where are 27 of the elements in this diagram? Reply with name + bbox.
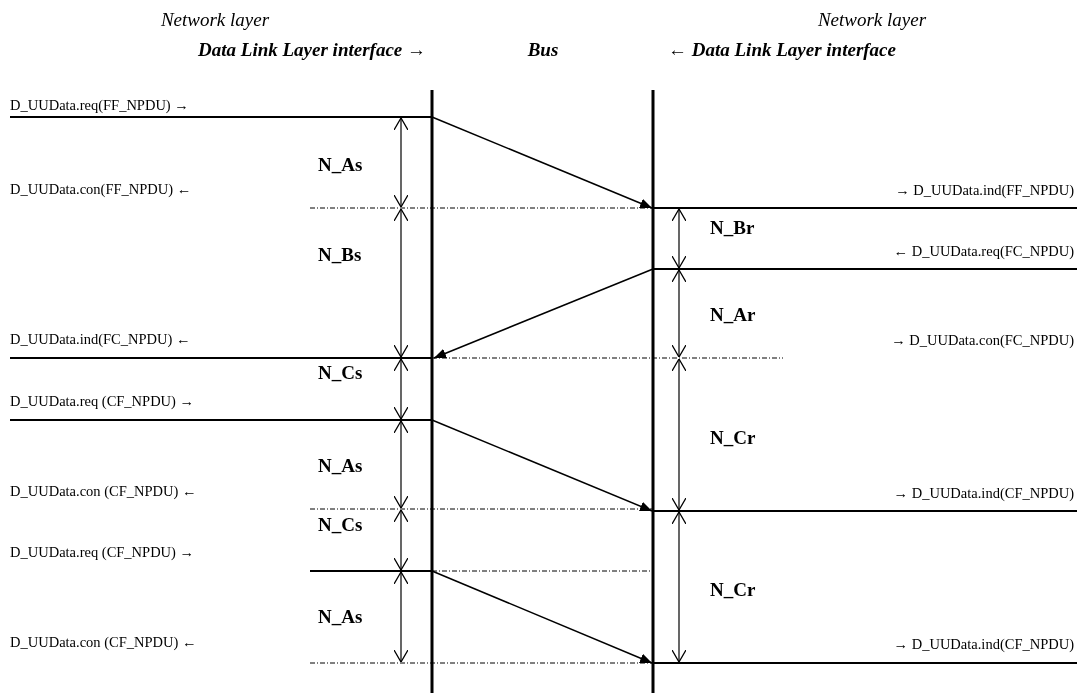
primitive-label: D_UUData.ind(FC_NPDU) ← [10,332,191,348]
timer-label: N_As [318,455,363,477]
primitive-label: D_UUData.req (CF_NPDU) → [10,545,195,561]
timer-label: N_As [318,154,363,176]
timer-label: N_Cs [318,514,363,536]
bus-heading: Bus [527,39,559,61]
timer-label: N_Ar [710,304,756,326]
interface-heading: Data Link Layer interface → [198,39,426,61]
primitive-label: → D_UUData.ind(CF_NPDU) [893,486,1074,502]
primitive-label: D_UUData.con (CF_NPDU) ← [10,635,197,651]
timer-label: N_Cr [710,427,756,449]
primitive-label: → D_UUData.ind(CF_NPDU) [893,637,1074,653]
timer-label: N_Cr [710,579,756,601]
primitive-label: D_UUData.con (CF_NPDU) ← [10,484,197,500]
primitive-label: → D_UUData.ind(FF_NPDU) [895,183,1074,199]
layer-heading: Network layer [160,9,270,31]
timer-label: N_Bs [318,244,362,266]
primitive-label: D_UUData.req(FF_NPDU) → [10,98,189,114]
primitive-label: D_UUData.req (CF_NPDU) → [10,394,195,410]
primitive-label: → D_UUData.con(FC_NPDU) [891,333,1074,349]
primitive-label: ← D_UUData.req(FC_NPDU) [893,244,1074,260]
timer-label: N_Br [710,217,755,239]
primitive-label: D_UUData.con(FF_NPDU) ← [10,182,192,198]
timer-label: N_Cs [318,362,363,384]
interface-heading: ← Data Link Layer interface [668,39,896,61]
layer-heading: Network layer [817,9,927,31]
timer-label: N_As [318,606,363,628]
